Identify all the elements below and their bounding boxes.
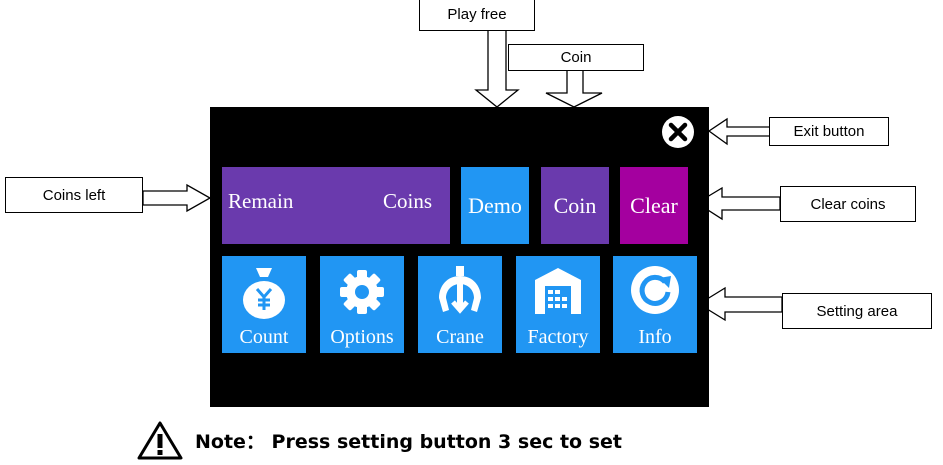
coin-callout: Coin (508, 44, 644, 71)
warehouse-icon (535, 268, 581, 314)
note: Note： Press setting button 3 sec to set (137, 420, 622, 460)
remain-label: Remain (228, 189, 294, 213)
gear-icon (340, 270, 384, 314)
exit-button[interactable] (661, 115, 695, 149)
coin-button[interactable]: Coin (541, 167, 609, 244)
clear-button[interactable]: Clear (620, 167, 688, 244)
play-free-callout: Play free (419, 0, 535, 31)
exit-button-callout: Exit button (769, 117, 889, 146)
info-button[interactable]: Info (613, 256, 697, 353)
clear-coins-arrow (695, 186, 781, 221)
setting-area-callout: Setting area (782, 293, 932, 329)
coins-left-callout: Coins left (5, 177, 143, 213)
demo-button[interactable]: Demo (461, 167, 529, 244)
options-button[interactable]: Options (320, 256, 404, 353)
close-circle-icon (662, 116, 694, 148)
refresh-icon (631, 266, 679, 314)
coin-arrow (545, 69, 603, 108)
crane-claw-icon (439, 266, 481, 314)
exit-arrow (707, 117, 771, 146)
clear-coins-callout: Clear coins (780, 186, 916, 222)
coins-label: Coins (382, 189, 432, 213)
warning-triangle-icon (137, 421, 183, 460)
money-bag-yen-icon (243, 268, 285, 319)
factory-button[interactable]: Factory (516, 256, 600, 353)
coins-left-arrow (142, 183, 212, 213)
crane-button[interactable]: Crane (418, 256, 502, 353)
note-text: Note： Press setting button 3 sec to set (195, 430, 622, 453)
machine-screen: Remain Coins Demo Coin Clear Count (210, 107, 709, 407)
play-free-arrow (474, 29, 520, 108)
count-button[interactable]: Count (222, 256, 306, 353)
remain-coins-display: Remain Coins (222, 167, 450, 244)
setting-area-arrow (697, 286, 783, 322)
